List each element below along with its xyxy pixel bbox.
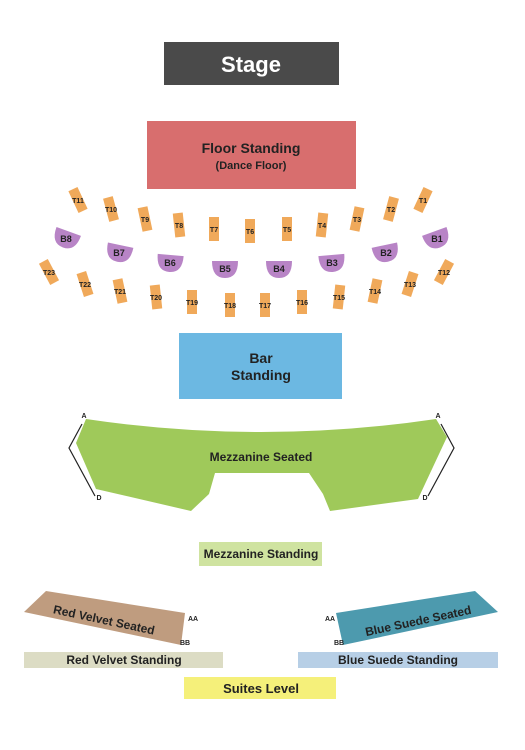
red-velvet-row-aa: AA [188, 616, 198, 623]
table-label: T13 [404, 282, 416, 289]
table-t22[interactable]: T22 [74, 271, 94, 298]
booth-b7[interactable]: B7 [104, 242, 134, 264]
mezzanine-seated-section[interactable]: Mezzanine Seated [76, 419, 447, 511]
blue-suede-standing-label: Blue Suede Standing [338, 653, 458, 667]
table-t12[interactable]: T12 [433, 258, 457, 286]
red-velvet-seated-section[interactable]: Red Velvet Seated AA BB [24, 591, 198, 647]
table-label: T10 [105, 207, 117, 214]
table-t6[interactable]: T6 [245, 219, 255, 243]
table-t4[interactable]: T4 [315, 212, 329, 238]
table-t21[interactable]: T21 [111, 278, 129, 304]
booth-b4[interactable]: B4 [266, 261, 292, 278]
table-t19[interactable]: T19 [186, 290, 198, 314]
suites-level-section[interactable]: Suites Level [184, 677, 336, 699]
floor-standing-label: Floor Standing [202, 140, 301, 156]
suites-level-label: Suites Level [223, 681, 299, 696]
table-t2[interactable]: T2 [383, 196, 399, 222]
table-label: T17 [259, 303, 271, 310]
floor-standing-sublabel: (Dance Floor) [216, 160, 287, 172]
bar-standing-section[interactable]: Bar Standing [179, 333, 342, 399]
mezz-right-row-a: A [435, 413, 440, 420]
booth-b6[interactable]: B6 [156, 253, 184, 273]
table-label: T16 [296, 300, 308, 307]
table-label: T22 [79, 282, 91, 289]
table-label: T19 [186, 300, 198, 307]
table-label: T15 [333, 295, 345, 302]
mezzanine-seated-label: Mezzanine Seated [210, 450, 313, 464]
booth-label: B3 [326, 258, 338, 268]
blue-suede-standing-section[interactable]: Blue Suede Standing [298, 652, 498, 668]
booth-b1[interactable]: B1 [422, 227, 452, 252]
table-t9[interactable]: T9 [137, 206, 153, 232]
table-t8[interactable]: T8 [172, 212, 186, 238]
table-label: T3 [353, 217, 361, 224]
table-t1[interactable]: T1 [413, 187, 433, 213]
red-velvet-standing-section[interactable]: Red Velvet Standing [24, 652, 223, 668]
table-t11[interactable]: T11 [66, 186, 89, 214]
mezz-left-row-d: D [96, 495, 101, 502]
table-label: T9 [141, 217, 149, 224]
mezzanine-row-brackets: A D A D [68, 413, 455, 502]
mezzanine-standing-section[interactable]: Mezzanine Standing [199, 542, 322, 566]
booth-label: B6 [164, 258, 176, 268]
mezz-right-row-d: D [422, 495, 427, 502]
booth-label: B7 [113, 248, 125, 258]
booth-label: B2 [380, 248, 392, 258]
red-velvet-standing-label: Red Velvet Standing [66, 653, 181, 667]
table-t10[interactable]: T10 [101, 196, 120, 223]
table-label: T23 [43, 270, 55, 277]
table-t23[interactable]: T23 [37, 258, 61, 286]
table-label: T7 [210, 227, 218, 234]
table-label: T8 [175, 223, 183, 230]
table-t13[interactable]: T13 [400, 271, 420, 298]
table-t7[interactable]: T7 [209, 217, 219, 241]
booth-b2[interactable]: B2 [371, 242, 401, 264]
booth-label: B8 [60, 234, 72, 244]
table-t3[interactable]: T3 [349, 206, 365, 232]
red-velvet-row-bb: BB [180, 640, 190, 647]
table-t14[interactable]: T14 [366, 278, 384, 304]
blue-suede-row-aa: AA [325, 616, 335, 623]
stage-label: Stage [221, 52, 281, 77]
booth-label: B5 [219, 264, 231, 274]
bar-standing-label-line2: Standing [231, 367, 291, 383]
booth-b5[interactable]: B5 [212, 261, 238, 278]
table-t20[interactable]: T20 [148, 284, 163, 310]
table-label: T1 [419, 198, 427, 205]
booth-label: B1 [431, 234, 443, 244]
table-label: T20 [150, 295, 162, 302]
table-t16[interactable]: T16 [296, 290, 308, 314]
table-label: T4 [318, 223, 326, 230]
table-t15[interactable]: T15 [332, 284, 347, 310]
mezz-left-row-a: A [81, 413, 86, 420]
blue-suede-row-bb: BB [334, 640, 344, 647]
table-t5[interactable]: T5 [282, 217, 292, 241]
bar-standing-label-line1: Bar [249, 350, 273, 366]
booth-b8[interactable]: B8 [51, 227, 81, 252]
mezzanine-standing-label: Mezzanine Standing [204, 547, 319, 561]
table-label: T12 [438, 270, 450, 277]
table-label: T5 [283, 227, 291, 234]
table-t17[interactable]: T17 [259, 293, 271, 317]
table-label: T14 [369, 289, 381, 296]
table-label: T21 [114, 289, 126, 296]
table-label: T11 [72, 198, 84, 205]
booth-label: B4 [273, 264, 285, 274]
floor-standing-section[interactable]: Floor Standing (Dance Floor) [147, 121, 356, 189]
stage-section[interactable]: Stage [164, 42, 339, 85]
table-label: T2 [387, 207, 395, 214]
blue-suede-seated-section[interactable]: Blue Suede Seated AA BB [325, 591, 498, 647]
table-t18[interactable]: T18 [224, 293, 236, 317]
table-label: T18 [224, 303, 236, 310]
booth-b3[interactable]: B3 [318, 253, 345, 273]
table-label: T6 [246, 229, 254, 236]
